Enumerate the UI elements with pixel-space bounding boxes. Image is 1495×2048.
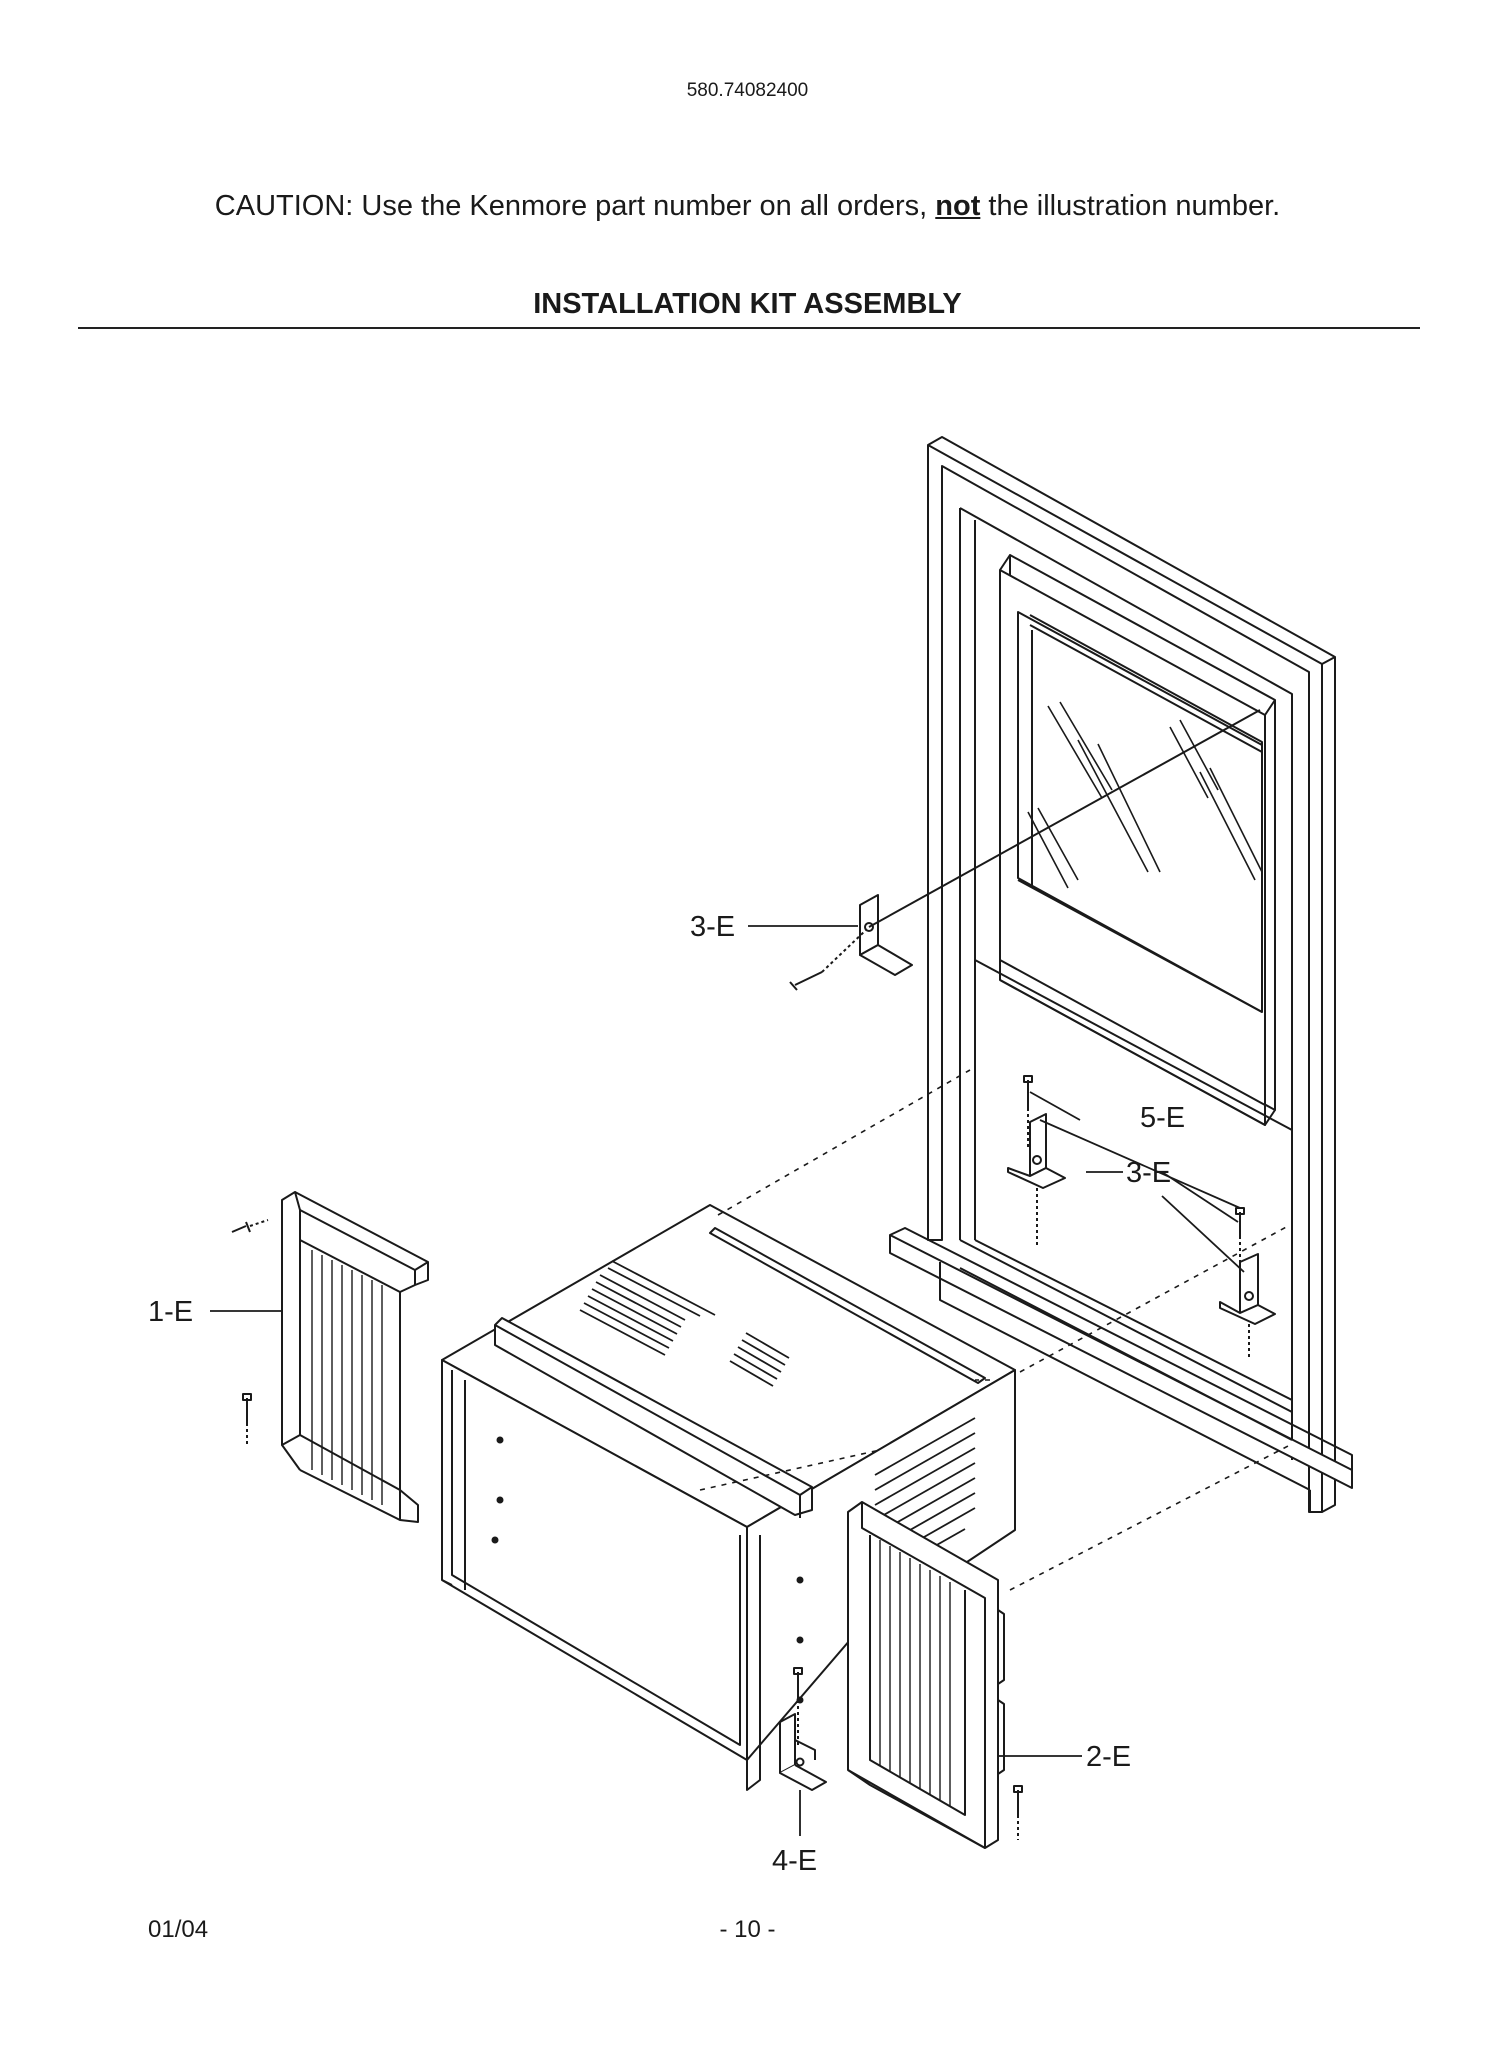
left-side-curtain <box>231 1191 429 1523</box>
bottom-brace-bracket <box>779 1667 827 1791</box>
right-side-curtain <box>847 1501 1023 1849</box>
upper-sash-bracket <box>789 709 1261 991</box>
callout-1e: 1-E <box>148 1296 193 1328</box>
caution-emphasis: not <box>935 190 981 222</box>
sill-brackets <box>1007 1075 1276 1360</box>
callout-3e-upper: 3-E <box>690 911 735 943</box>
heading-rule <box>78 327 1420 329</box>
model-number: 580.74082400 <box>686 80 809 101</box>
caution-note: CAUTION: Use the Kenmore part number on … <box>0 190 1495 223</box>
callout-5e: 5-E <box>1140 1102 1185 1134</box>
page-number: - 10 - <box>719 1916 776 1943</box>
callout-2e: 2-E <box>1086 1741 1131 1773</box>
caution-suffix: the illustration number. <box>980 190 1281 222</box>
caution-prefix: CAUTION: Use the Kenmore part number on … <box>214 190 936 222</box>
callout-3e-lower: 3-E <box>1126 1157 1171 1189</box>
assembly-guide-lines <box>699 1069 1291 1591</box>
window-illustration <box>889 436 1353 1513</box>
callout-leaders <box>210 925 1245 1836</box>
callout-4e: 4-E <box>772 1845 817 1877</box>
footer-date: 01/04 <box>148 1916 209 1943</box>
section-title: INSTALLATION KIT ASSEMBLY <box>533 288 962 320</box>
